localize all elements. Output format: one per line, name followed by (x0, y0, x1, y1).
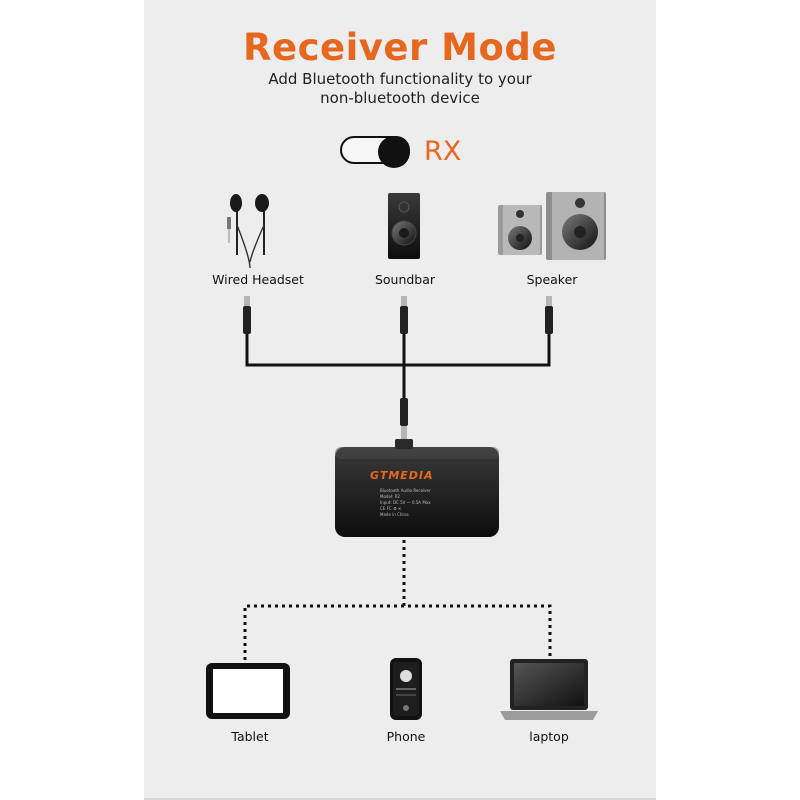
label-wired-headset: Wired Headset (212, 272, 304, 287)
receiver-brand: GTMEDIA (370, 469, 434, 482)
page-title: Receiver Mode (243, 26, 557, 69)
subtitle-line-2: non-bluetooth device (320, 89, 480, 107)
soundbar-icon (388, 193, 420, 259)
audio-cables (245, 333, 551, 400)
receiver-device (335, 439, 499, 537)
laptop-icon (500, 659, 598, 720)
receiver-label-line-1: Bluetooth Audio Receiver (380, 488, 431, 493)
subtitle-line-1: Add Bluetooth functionality to your (268, 70, 532, 88)
receiver-label-line-5: Made in China (380, 512, 409, 517)
label-phone: Phone (386, 729, 426, 744)
label-tablet: Tablet (231, 729, 269, 744)
tablet-icon (206, 663, 290, 719)
receiver-label-line-3: Input: DC 5V — 0.5A Max (380, 500, 431, 505)
label-speaker: Speaker (526, 272, 578, 287)
mode-toggle[interactable] (340, 136, 410, 168)
receiver-label-line-4: CE FC ♻ ✕ (380, 506, 402, 511)
toggle-knob (378, 136, 410, 168)
label-laptop: laptop (529, 729, 569, 744)
receiver-label: Bluetooth Audio Receiver Model: R2 Input… (380, 488, 460, 518)
phone-icon (390, 658, 422, 720)
mode-label: RX (424, 136, 462, 167)
receiver-label-line-2: Model: R2 (380, 494, 400, 499)
earphones-icon (227, 194, 269, 269)
bluetooth-links (243, 540, 552, 660)
label-soundbar: Soundbar (374, 272, 436, 287)
jack-plugs (243, 296, 553, 440)
speaker-icon (498, 192, 606, 260)
bottom-rule (144, 798, 656, 800)
